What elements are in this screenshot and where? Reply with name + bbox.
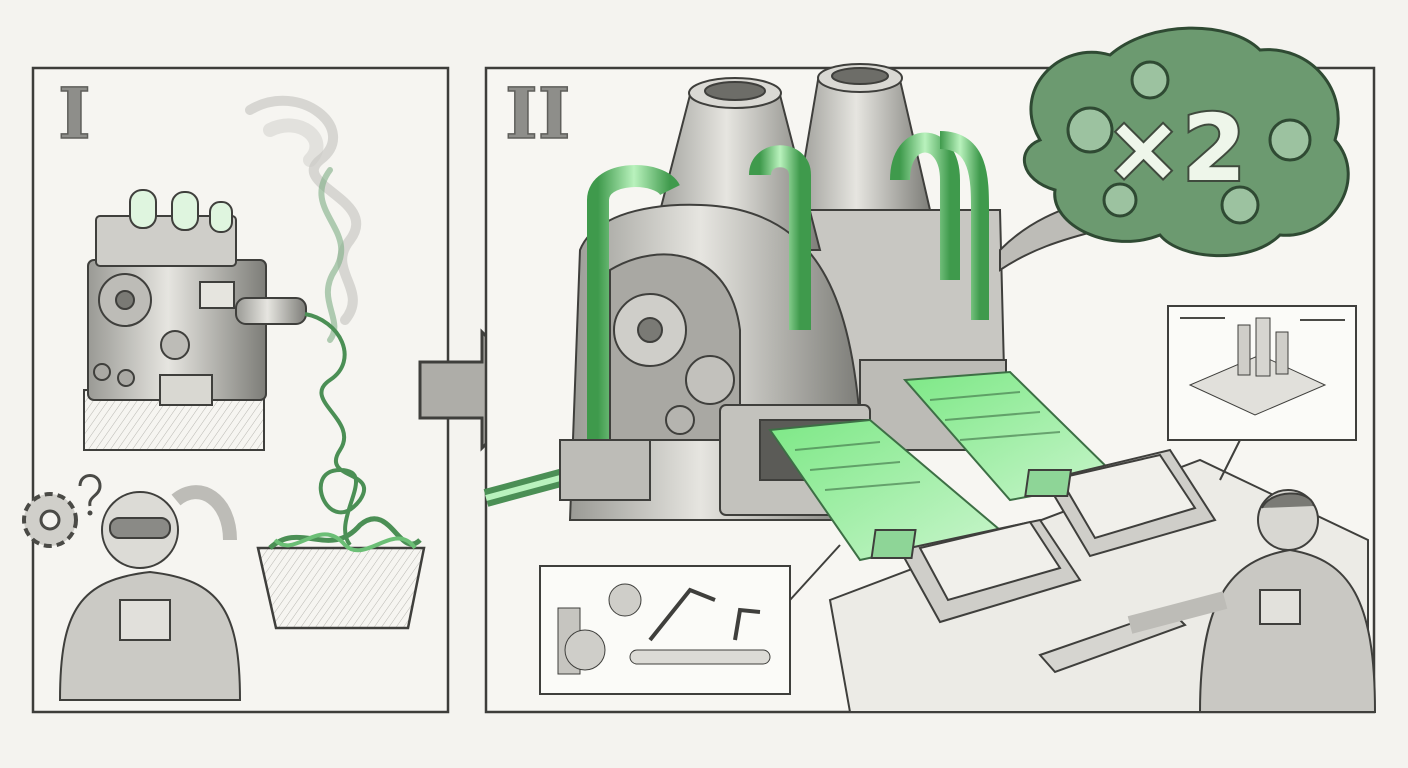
confused-astronaut bbox=[58, 485, 242, 701]
smoke-plume bbox=[245, 95, 362, 343]
city-blueprint-icon bbox=[1167, 305, 1357, 481]
factory-conveyor-icon bbox=[539, 544, 841, 695]
confident-astronaut bbox=[1127, 489, 1377, 713]
old-machine bbox=[83, 189, 307, 451]
panel-one-numeral: I bbox=[58, 72, 91, 155]
panel-two: II bbox=[483, 63, 1377, 714]
vacuum-tube-icon bbox=[209, 201, 233, 233]
panel-one: I bbox=[22, 66, 450, 714]
brain-multiplier-label: ×2 bbox=[1105, 95, 1246, 202]
vacuum-tube-icon bbox=[129, 189, 157, 229]
brain-gears-icon: ×2 bbox=[999, 26, 1350, 272]
gear-icon bbox=[685, 355, 735, 405]
duplicating-machine-front bbox=[559, 77, 871, 521]
gear-question-icon bbox=[22, 474, 102, 548]
paper-tray-right bbox=[1024, 448, 1217, 558]
gauge-icon bbox=[199, 281, 235, 309]
document-output-stream bbox=[768, 370, 1123, 562]
tangled-cable bbox=[304, 312, 367, 547]
tangled-basket bbox=[256, 516, 426, 630]
vacuum-tube-icon bbox=[171, 191, 199, 231]
panel-two-numeral: II bbox=[505, 72, 571, 155]
paper-tray-left bbox=[870, 518, 1082, 624]
